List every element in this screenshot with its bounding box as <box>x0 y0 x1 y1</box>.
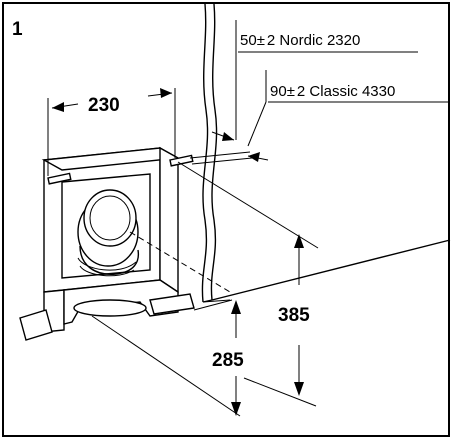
callout-classic-text: 90±2 Classic 4330 <box>270 83 395 100</box>
figure-frame <box>2 2 450 437</box>
dimension-width <box>47 88 176 176</box>
figure-number: 1 <box>12 19 23 40</box>
dimension-height <box>177 161 319 407</box>
mounting-studs <box>47 151 253 185</box>
callout-nordic-text: 50±2 Nordic 2320 <box>240 32 360 49</box>
dimension-height-label: 385 <box>278 305 310 326</box>
callout-classic <box>247 70 269 162</box>
dimension-width-label: 230 <box>88 95 120 116</box>
pipe-elbow <box>77 189 140 277</box>
wall-section <box>201 3 451 303</box>
dimension-depth <box>91 299 241 417</box>
callout-nordic <box>211 20 237 141</box>
dimension-depth-label: 285 <box>212 350 244 371</box>
